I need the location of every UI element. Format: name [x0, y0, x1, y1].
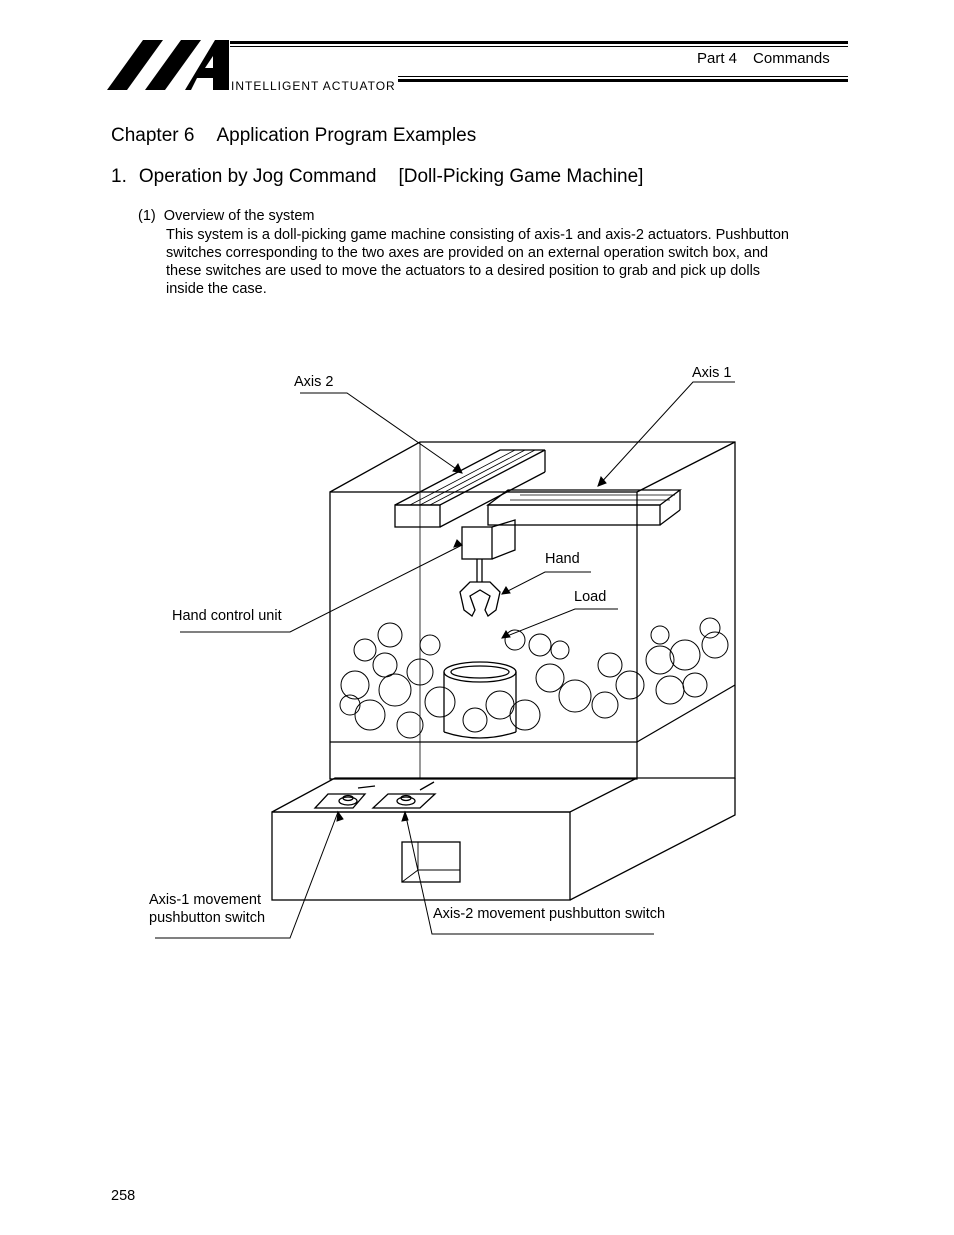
paragraph-line: This system is a doll-picking game machi… — [166, 227, 789, 243]
chapter-number: Chapter 6 — [111, 125, 195, 146]
intelligent-actuator-logo: INTELLIGENT ACTUATOR — [107, 40, 396, 93]
label-load: Load — [574, 589, 607, 605]
label-axis-2-switch: Axis-2 movement pushbutton switch — [433, 906, 666, 922]
header-rule-top-thick — [230, 41, 848, 44]
paragraph-line: these switches are used to move the actu… — [166, 263, 761, 279]
axis-2-pushbutton — [371, 781, 437, 809]
chapter-title: Application Program Examples — [216, 125, 477, 146]
header-rule-bottom-thick — [398, 79, 848, 82]
header-part-label: Part 4 Commands — [697, 50, 830, 67]
axis-1-actuator — [486, 489, 682, 526]
part-number: Part 4 — [697, 50, 738, 67]
label-axis-1-switch-line-2: pushbutton switch — [149, 910, 266, 926]
subsection-title: Overview of the system — [163, 208, 315, 224]
label-hand: Hand — [545, 551, 580, 567]
section-number: 1. — [111, 166, 127, 187]
header-rule-top-thin — [230, 46, 848, 47]
logo-text: INTELLIGENT ACTUATOR — [231, 79, 396, 93]
overview-paragraph: This system is a doll-picking game machi… — [166, 226, 846, 298]
game-machine-illustration — [155, 381, 736, 939]
label-hand-control-unit: Hand control unit — [172, 608, 282, 624]
axis-1-pushbutton — [313, 785, 376, 809]
dolls-pile — [339, 617, 729, 739]
axis-2-actuator — [394, 449, 546, 528]
hand-control-unit — [461, 519, 516, 560]
load-container — [443, 661, 517, 739]
subsection-label: (1) — [138, 208, 156, 224]
switch-box — [271, 777, 736, 901]
subsection-heading: (1) Overview of the system — [138, 208, 314, 224]
page-number: 258 — [111, 1188, 136, 1204]
paragraph-line: inside the case. — [166, 281, 267, 297]
machine-case — [329, 441, 736, 780]
hand-gripper — [459, 559, 501, 617]
part-section: Commands — [753, 50, 830, 67]
label-axis-2: Axis 2 — [294, 374, 334, 390]
header-rule-bottom-thin — [398, 76, 848, 77]
section-heading: 1. Operation by Jog Command [Doll-Picking … — [111, 166, 643, 188]
paragraph-line: switches corresponding to the two axes a… — [166, 245, 769, 261]
chapter-heading: Chapter 6 Application Program Examples — [111, 125, 476, 147]
section-subtitle: [Doll-Picking Game Machine] — [398, 166, 644, 187]
label-axis-1-switch-line-1: Axis-1 movement — [149, 892, 262, 908]
section-title: Operation by Jog Command — [138, 166, 377, 187]
leader-lines — [155, 381, 735, 939]
label-axis-1: Axis 1 — [692, 365, 732, 381]
